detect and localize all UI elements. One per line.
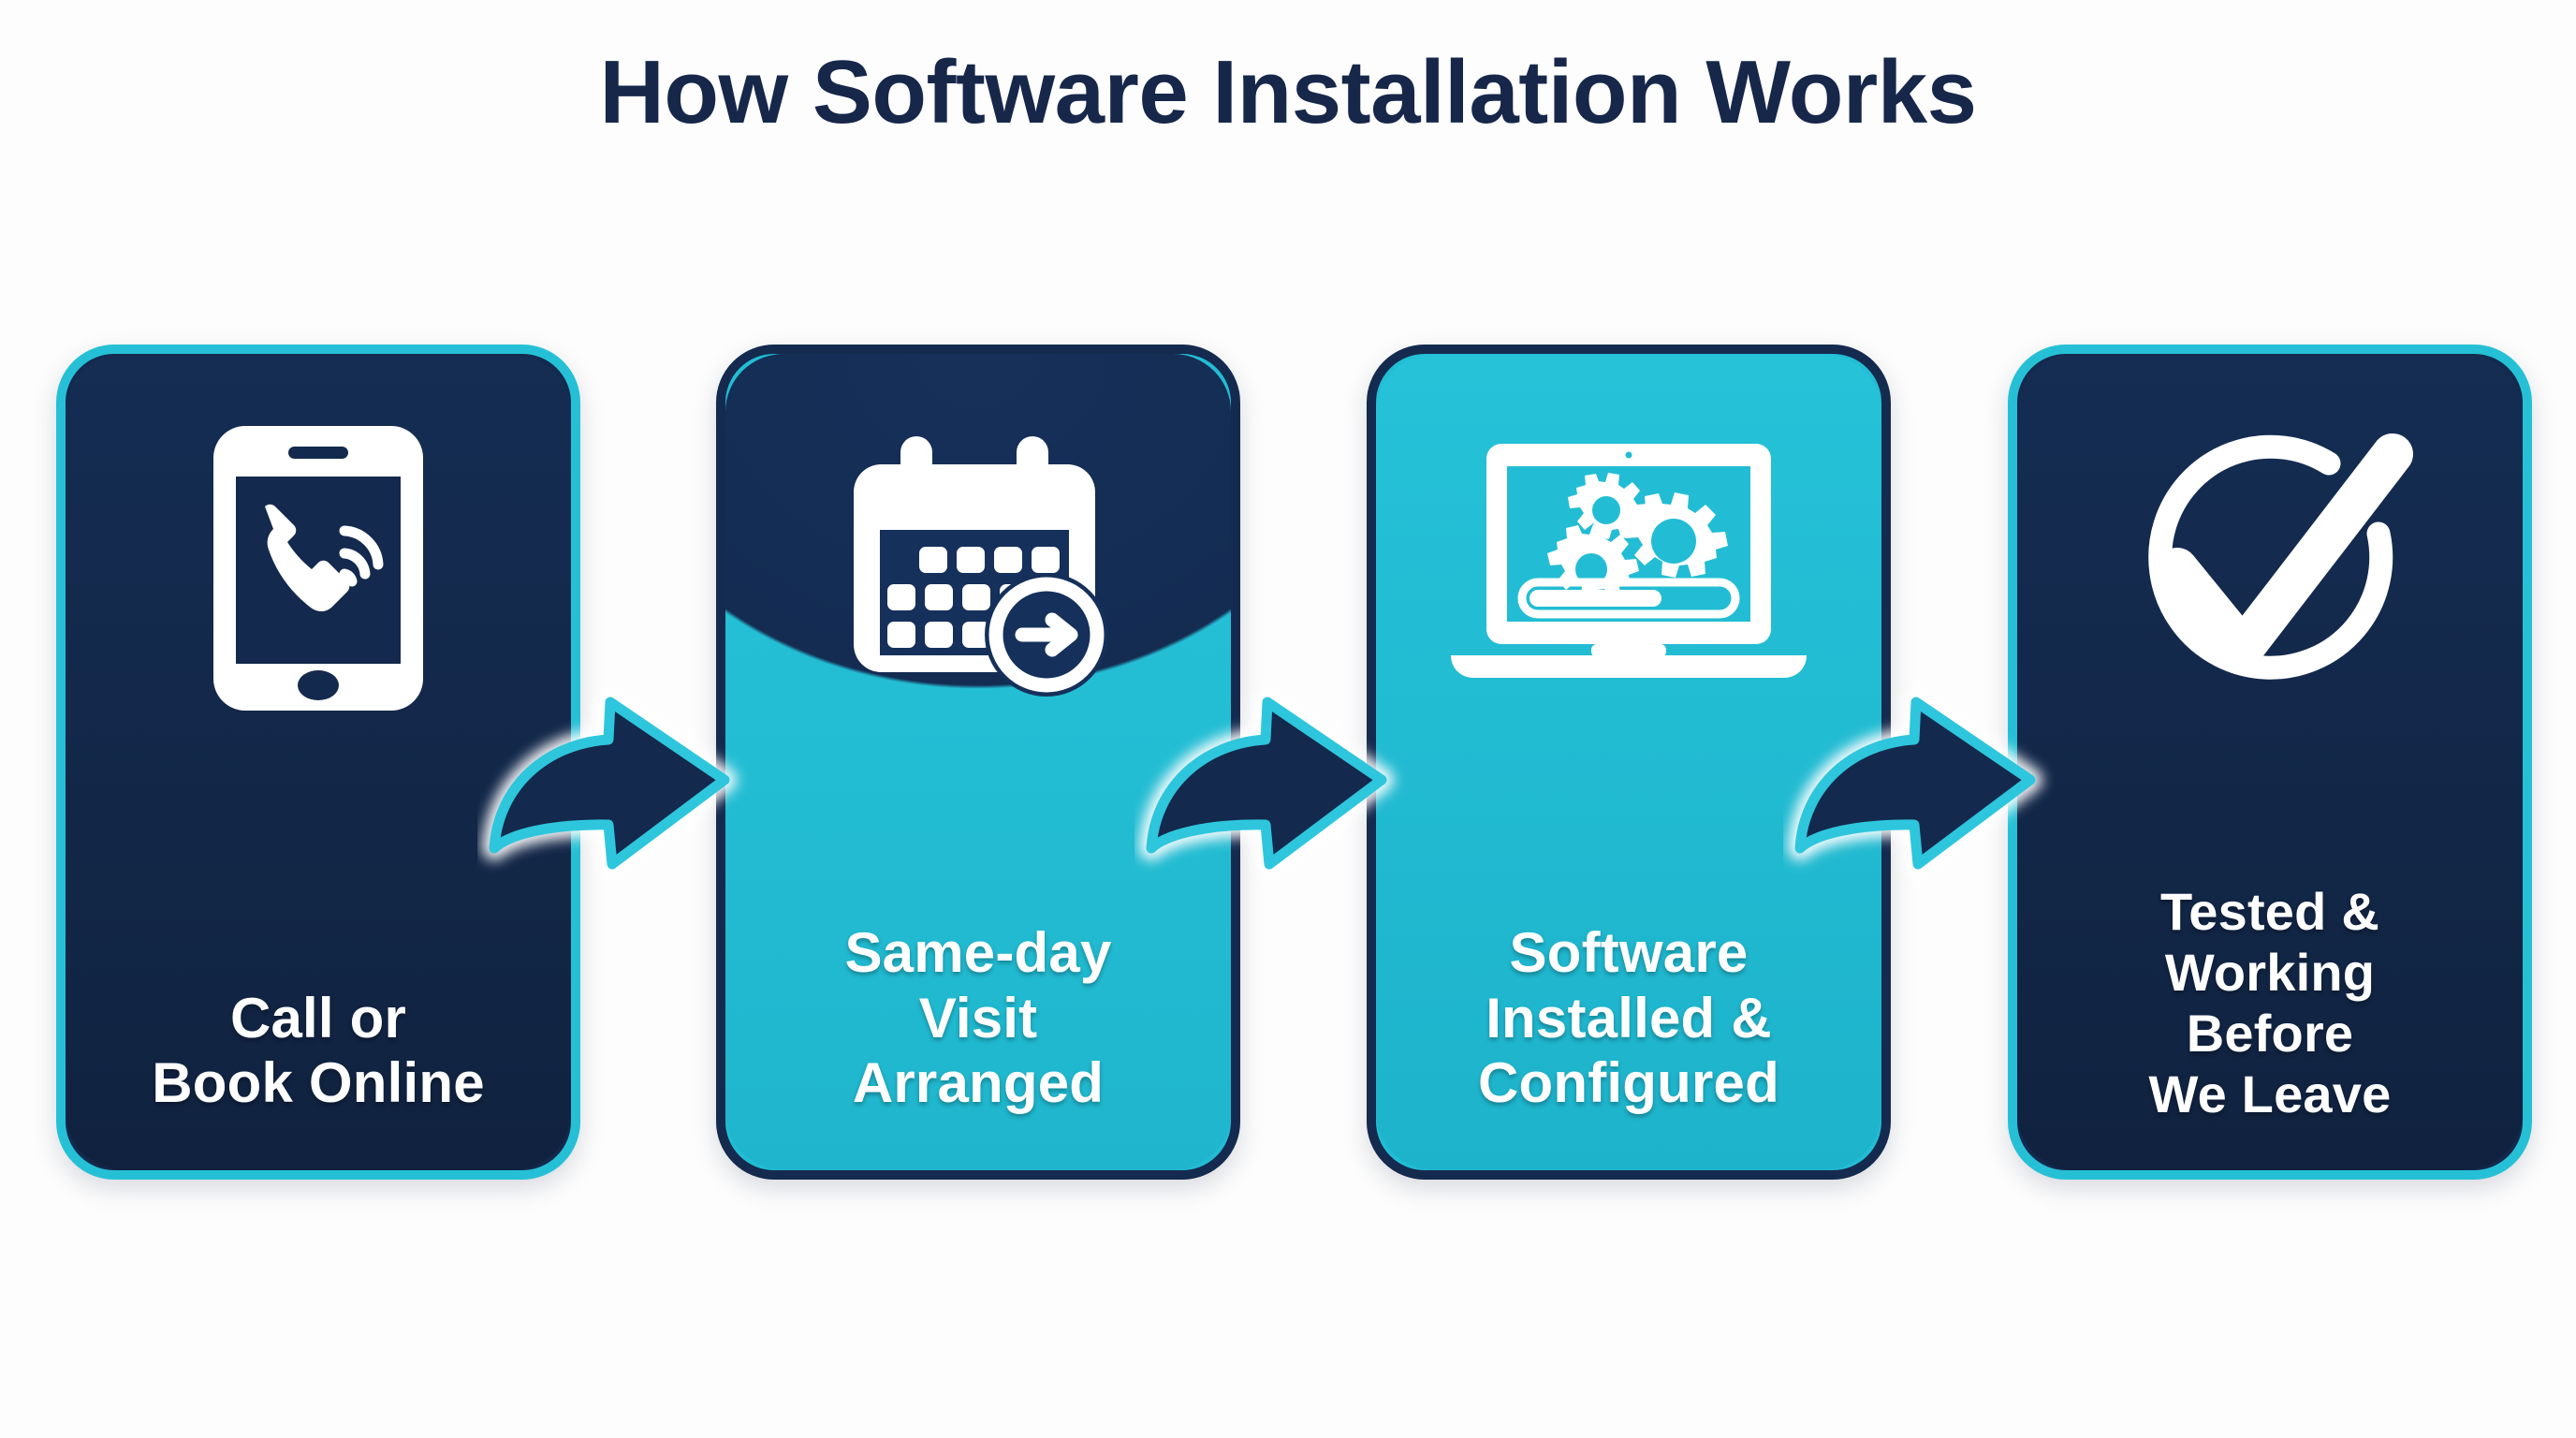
step-card-3-surface: Software Installed & Configured — [1376, 354, 1881, 1170]
calendar-arrow-icon — [725, 404, 1231, 732]
step-card-2-surface: Same-day Visit Arranged — [725, 354, 1231, 1170]
step-card-1[interactable]: Call or Book Online — [56, 345, 580, 1180]
circle-checkmark-icon — [2017, 404, 2523, 732]
step-card-2[interactable]: Same-day Visit Arranged — [716, 345, 1240, 1180]
step-card-4[interactable]: Tested & Working Before We Leave — [2008, 345, 2532, 1180]
page-title: How Software Installation Works — [599, 42, 1977, 142]
step-card-1-surface: Call or Book Online — [66, 354, 571, 1170]
step-card-3[interactable]: Software Installed & Configured — [1367, 345, 1891, 1180]
step-card-3-label: Software Installed & Configured — [1478, 921, 1779, 1115]
step-card-1-label: Call or Book Online — [152, 986, 485, 1115]
steps-row: Call or Book Online — [0, 345, 2576, 1187]
step-card-2-label: Same-day Visit Arranged — [844, 921, 1112, 1115]
step-card-4-surface: Tested & Working Before We Leave — [2017, 354, 2523, 1170]
laptop-gears-progress-icon — [1376, 404, 1881, 732]
step-card-4-label: Tested & Working Before We Leave — [2148, 882, 2392, 1124]
mobile-phone-call-icon — [66, 404, 571, 732]
